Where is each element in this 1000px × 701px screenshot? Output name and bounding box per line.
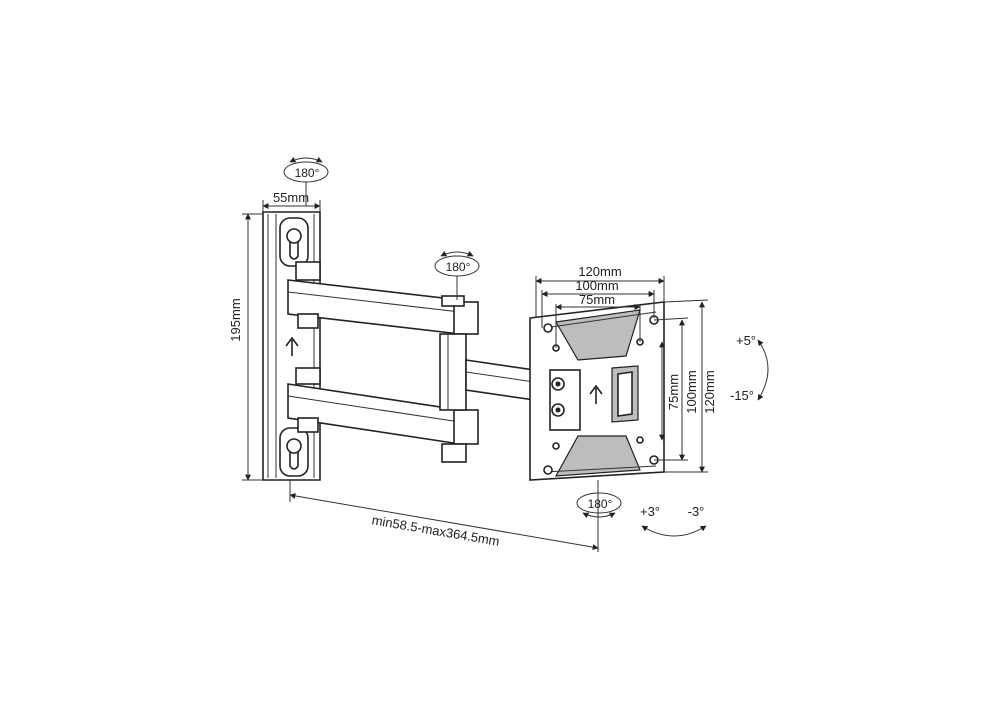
vesa-v-mid-label: 100mm [684, 370, 699, 413]
tilt-down-label: -15° [730, 388, 754, 403]
tilt-up-label: +5° [736, 333, 756, 348]
rotation-plate-label: 180° [588, 497, 613, 511]
keyhole-slot-top [279, 217, 309, 267]
vesa-v-outer-label: 120mm [702, 370, 717, 413]
wall-height-label: 195mm [228, 298, 243, 341]
swivel-plus-label: +3° [640, 504, 660, 519]
dim-extension: min58.5-max364.5mm [289, 480, 599, 552]
vesa-v-inner-label: 75mm [666, 374, 681, 410]
vesa-h-mid-label: 100mm [575, 278, 618, 293]
tilt-indicator: +5° -15° [730, 333, 769, 403]
dim-vesa-v: 75mm 100mm 120mm [653, 299, 717, 473]
rotation-wall-badge: 180° [283, 156, 329, 206]
rotation-arm-badge: 180° [434, 250, 480, 300]
dim-vesa-h: 120mm 100mm 75mm [535, 264, 665, 348]
extension-label: min58.5-max364.5mm [371, 512, 501, 549]
vesa-h-inner-label: 75mm [579, 292, 615, 307]
wall-width-label: 55mm [273, 190, 309, 205]
vesa-plate [529, 301, 665, 481]
swivel-indicator: +3° -3° [640, 504, 707, 537]
lower-arm [287, 367, 479, 463]
keyhole-slot-bottom [279, 427, 309, 477]
rotation-arm-label: 180° [446, 260, 471, 274]
wall-plate [262, 211, 321, 481]
swivel-minus-label: -3° [688, 504, 705, 519]
dim-wall-height: 195mm [228, 213, 263, 481]
vesa-h-outer-label: 120mm [578, 264, 621, 279]
upper-arm [287, 261, 479, 335]
pivot-post [439, 333, 467, 411]
dim-wall-width: 55mm [262, 190, 321, 212]
up-arrow-icon-plate [589, 384, 603, 404]
rotation-plate-badge: 180° [576, 492, 622, 519]
up-arrow-icon [285, 336, 299, 356]
rotation-wall-label: 180° [295, 166, 320, 180]
